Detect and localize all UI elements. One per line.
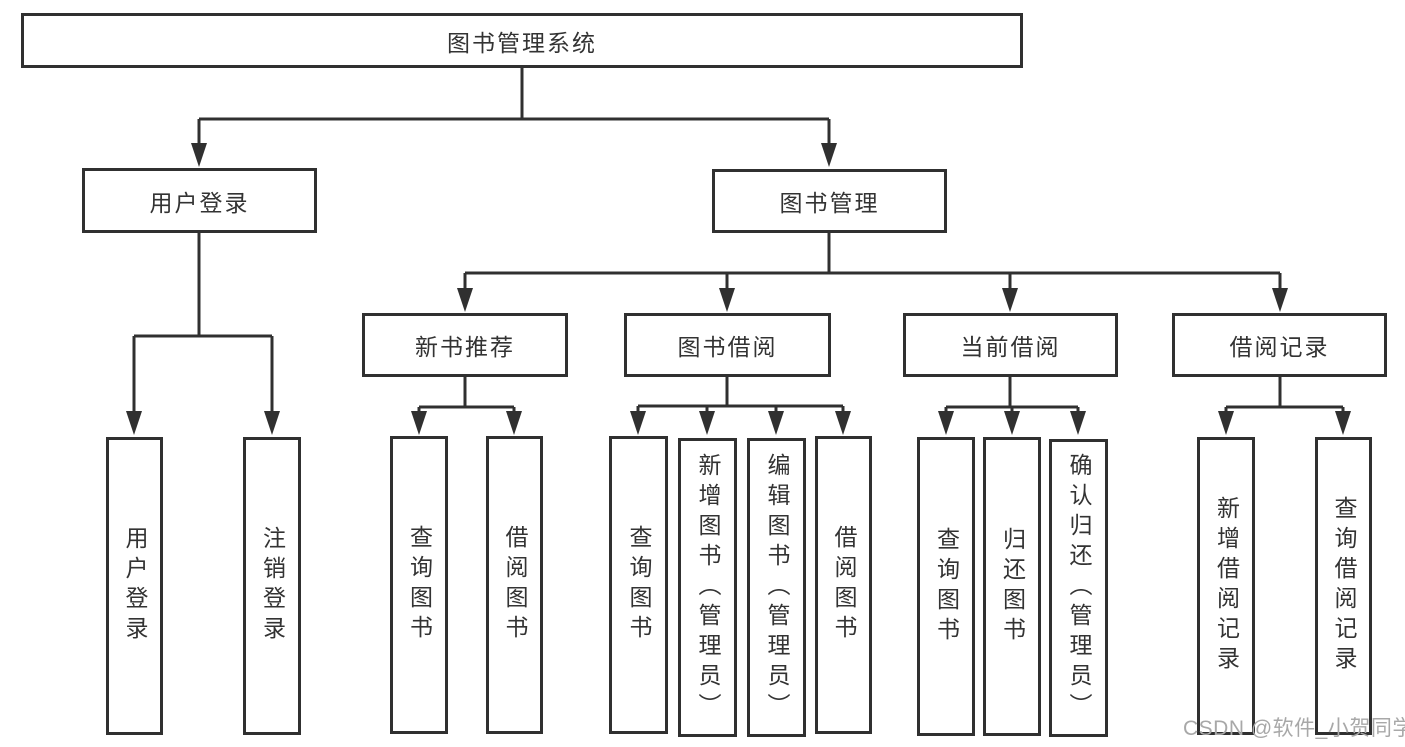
node-current-borrow: 当前借阅 (903, 313, 1118, 377)
leaf-borrow-query-book: 查询图书 (609, 436, 668, 734)
node-book-mgmt-label: 图书管理 (779, 190, 880, 216)
leaf-recommend-borrow-book: 借阅图书 (486, 436, 543, 734)
leaf-current-query-book: 查询图书 (917, 437, 975, 736)
node-borrow-records-label: 借阅记录 (1229, 334, 1330, 360)
leaf-borrow-borrow-book: 借阅图书 (815, 436, 872, 734)
leaf-current-return-book-label: 归还图书 (999, 526, 1026, 647)
leaf-borrow-edit-book-admin-label: 编辑图书（管理员） (764, 452, 790, 723)
leaf-logout-login: 注销登录 (243, 437, 301, 735)
node-user-login: 用户登录 (82, 168, 317, 233)
leaf-borrow-edit-book-admin: 编辑图书（管理员） (747, 438, 806, 737)
leaf-recommend-borrow-book-label: 借阅图书 (502, 525, 528, 645)
node-book-mgmt: 图书管理 (712, 169, 947, 233)
leaf-borrow-add-book-admin: 新增图书（管理员） (678, 438, 737, 737)
leaf-user-login-label: 用户登录 (122, 526, 148, 646)
node-new-book-recommend-label: 新书推荐 (415, 334, 515, 360)
leaf-current-confirm-return-admin-label: 确认归还（管理员） (1066, 453, 1092, 723)
leaf-recommend-query-book-label: 查询图书 (406, 525, 433, 645)
node-book-borrow: 图书借阅 (624, 313, 831, 377)
leaf-records-add-record: 新增借阅记录 (1197, 437, 1255, 735)
leaf-logout-login-label: 注销登录 (259, 526, 286, 646)
leaf-current-return-book: 归还图书 (983, 437, 1041, 736)
leaf-current-query-book-label: 查询图书 (933, 526, 960, 647)
node-root-label: 图书管理系统 (447, 29, 597, 56)
leaf-borrow-add-book-admin-label: 新增图书（管理员） (695, 452, 721, 723)
leaf-borrow-borrow-book-label: 借阅图书 (831, 525, 857, 645)
leaf-current-confirm-return-admin: 确认归还（管理员） (1049, 439, 1108, 737)
leaf-recommend-query-book: 查询图书 (390, 436, 448, 734)
node-root: 图书管理系统 (21, 13, 1023, 68)
node-book-borrow-label: 图书借阅 (677, 334, 778, 360)
node-current-borrow-label: 当前借阅 (960, 334, 1061, 360)
node-new-book-recommend: 新书推荐 (362, 313, 568, 377)
node-borrow-records: 借阅记录 (1172, 313, 1387, 377)
leaf-borrow-query-book-label: 查询图书 (626, 525, 652, 645)
leaf-user-login: 用户登录 (106, 437, 163, 735)
csdn-watermark: CSDN @软件_小贺同学 (1183, 717, 1405, 740)
leaf-records-query-record-label: 查询借阅记录 (1331, 496, 1357, 676)
node-user-login-label: 用户登录 (149, 189, 250, 216)
leaf-records-add-record-label: 新增借阅记录 (1213, 496, 1240, 676)
leaf-records-query-record: 查询借阅记录 (1315, 437, 1372, 735)
